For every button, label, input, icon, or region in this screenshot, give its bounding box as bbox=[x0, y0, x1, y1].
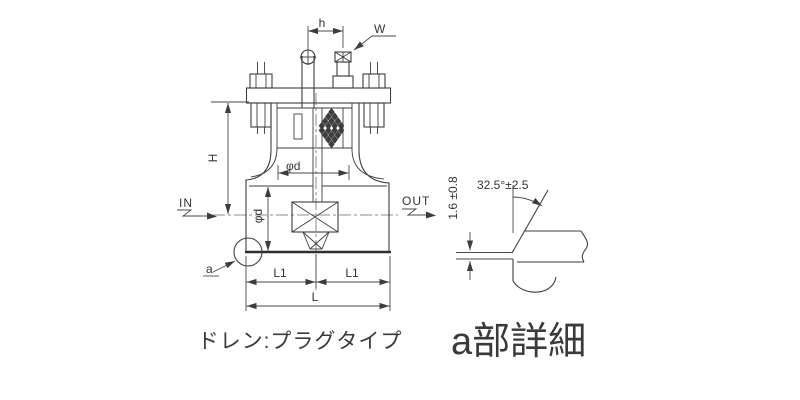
detail-title: a部詳細 bbox=[451, 321, 586, 363]
dim-label-bore-side: φd bbox=[251, 209, 265, 223]
body-outline bbox=[245, 103, 391, 254]
flow-label-out: OUT bbox=[402, 194, 430, 208]
part-w-leader: W bbox=[353, 22, 396, 51]
strainer-screen bbox=[293, 107, 345, 202]
detail-view: 32.5°±2.5 1.6 ±0.8 a部詳細 bbox=[446, 176, 589, 363]
dim-label-l1-right: L1 bbox=[345, 266, 359, 280]
cover-bolt-left bbox=[249, 62, 273, 134]
detail-angle-dim: 32.5°±2.5 bbox=[477, 178, 529, 192]
dimension-lengths: L1 L1 L bbox=[245, 254, 391, 311]
flow-label-in: IN bbox=[179, 196, 193, 210]
cap-fitting bbox=[332, 51, 354, 89]
dim-label-l: L bbox=[312, 290, 319, 304]
detail-edge-dim: 1.6 ±0.8 bbox=[446, 176, 460, 220]
dim-label-l1-left: L1 bbox=[273, 266, 287, 280]
detail-callout: a bbox=[203, 237, 263, 277]
detail-callout-label: a bbox=[206, 262, 213, 276]
flow-in: IN bbox=[177, 196, 217, 220]
drawing-caption: ドレン:プラグタイプ bbox=[198, 330, 403, 353]
dim-label-h: h bbox=[319, 16, 326, 30]
cover-bolt-right bbox=[362, 62, 386, 134]
dim-label-height: H bbox=[206, 154, 220, 163]
part-label-w: W bbox=[374, 22, 386, 36]
dimension-h: h bbox=[307, 16, 344, 50]
dimension-height: H bbox=[206, 101, 249, 214]
cover-flange bbox=[245, 87, 392, 109]
dim-label-bore-top: φd bbox=[286, 159, 300, 173]
vent-pipe bbox=[300, 49, 316, 108]
dimension-bore-top: φd bbox=[277, 159, 350, 180]
dimension-bore-side: φd bbox=[251, 187, 272, 251]
screen-mesh-symbol bbox=[318, 107, 345, 149]
flow-out: OUT bbox=[402, 194, 436, 219]
drain-plug-section bbox=[291, 201, 339, 250]
